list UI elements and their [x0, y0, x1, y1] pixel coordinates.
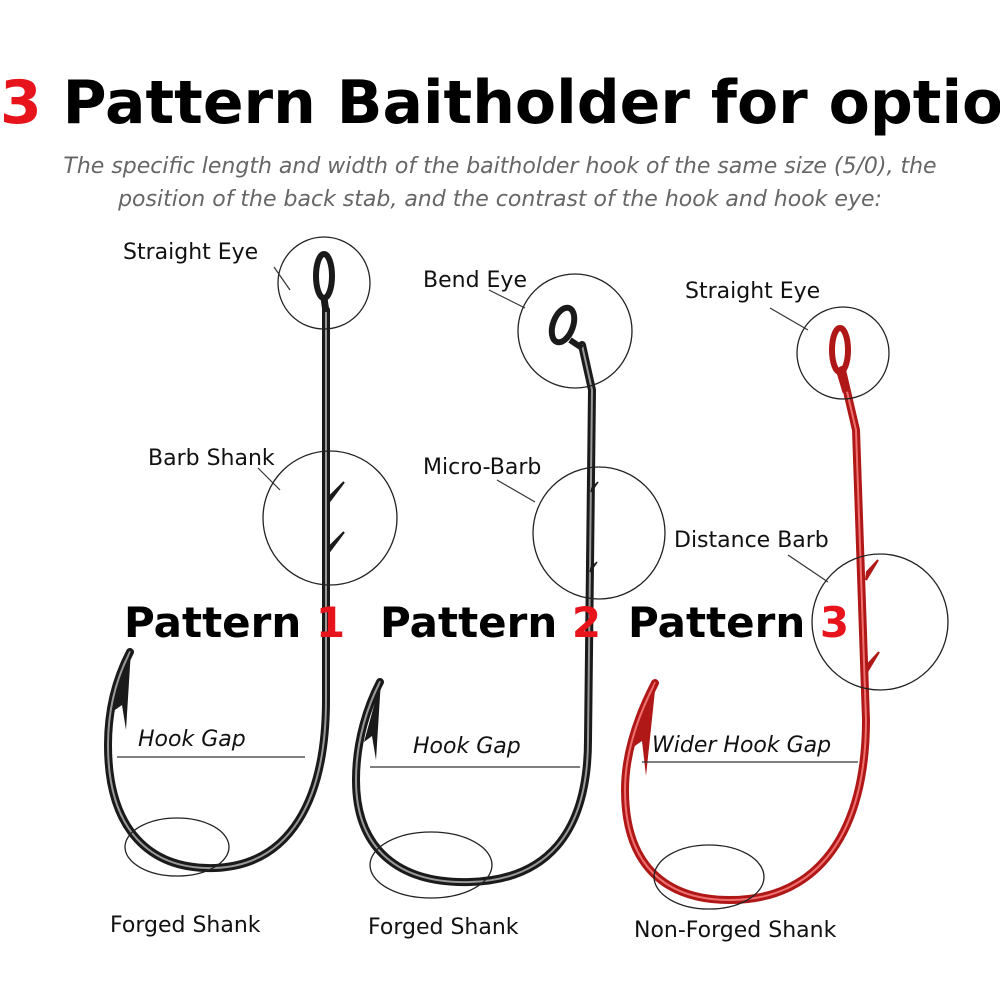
pattern-1-heading: Pattern 1: [124, 598, 345, 647]
hook-3-barb-label: Distance Barb: [674, 528, 829, 553]
hook-3-shank-label: Non-Forged Shank: [634, 918, 837, 943]
hook-3-point: [632, 681, 656, 776]
hook-2-barb-circle: [532, 466, 666, 600]
hook-2: [351, 273, 666, 899]
hook-3-eye-label: Straight Eye: [685, 279, 821, 304]
subtitle-line-1: The specific length and width of the bai…: [63, 154, 937, 179]
pattern-2-word: Pattern: [380, 598, 558, 647]
title-text: Pattern Baitholder for option: [62, 68, 1000, 138]
hook-2-barb-upper: [590, 481, 599, 493]
subtitle: The specific length and width of the bai…: [20, 150, 980, 216]
hook-2-eye-circle: [517, 273, 633, 389]
hook-1-barb-lower: [328, 531, 345, 553]
hook-3-gap-label: Wider Hook Gap: [652, 733, 832, 758]
hook-1-barb-circle: [262, 450, 398, 586]
hook-3-eye: [829, 325, 851, 375]
hook-2-barb-lower: [589, 561, 598, 573]
pattern-3-word: Pattern: [628, 598, 806, 647]
hook-2-gap-label: Hook Gap: [413, 734, 521, 759]
hook-1-barb-upper: [328, 481, 345, 503]
pattern-3-heading: Pattern 3: [628, 598, 849, 647]
hook-1-body: [103, 306, 330, 873]
hook-2-shank-ellipse: [369, 831, 493, 899]
hook-1-shank-ellipse: [124, 817, 230, 877]
hook-1-point: [112, 650, 131, 730]
hook-3-barb-lower: [866, 651, 880, 673]
pattern-2-number: 2: [571, 598, 602, 647]
hook-1-eye-label: Straight Eye: [123, 240, 259, 265]
hook-3-eye-circle: [796, 306, 890, 400]
title-number: 3: [0, 68, 42, 138]
hook-1-shank-label: Forged Shank: [110, 913, 261, 938]
hook-1-eye-circle: [277, 236, 371, 330]
hook-1-barb-label: Barb Shank: [148, 446, 275, 471]
pattern-1-word: Pattern: [124, 598, 302, 647]
hook-2-eye-label: Bend Eye: [423, 268, 527, 293]
hook-2-shank-label: Forged Shank: [368, 915, 519, 940]
hook-1-gap-label: Hook Gap: [138, 727, 246, 752]
pattern-1-number: 1: [315, 598, 346, 647]
hook-3-shank-ellipse: [653, 844, 765, 910]
pattern-2-heading: Pattern 2: [380, 598, 601, 647]
pattern-3-number: 3: [819, 598, 850, 647]
hook-3-barb-circle: [811, 553, 949, 691]
hook-1-eye: [313, 251, 335, 301]
hook-3-barb-upper: [865, 559, 879, 581]
hook-1: [103, 236, 398, 877]
hook-2-barb-label: Micro-Barb: [423, 455, 542, 480]
subtitle-line-2: position of the back stab, and the contr…: [118, 187, 882, 212]
page-title: 3 Pattern Baitholder for option: [0, 68, 1000, 138]
hook-2-point: [364, 680, 381, 760]
hook-2-eye: [548, 304, 578, 346]
hook-3: [620, 306, 949, 910]
